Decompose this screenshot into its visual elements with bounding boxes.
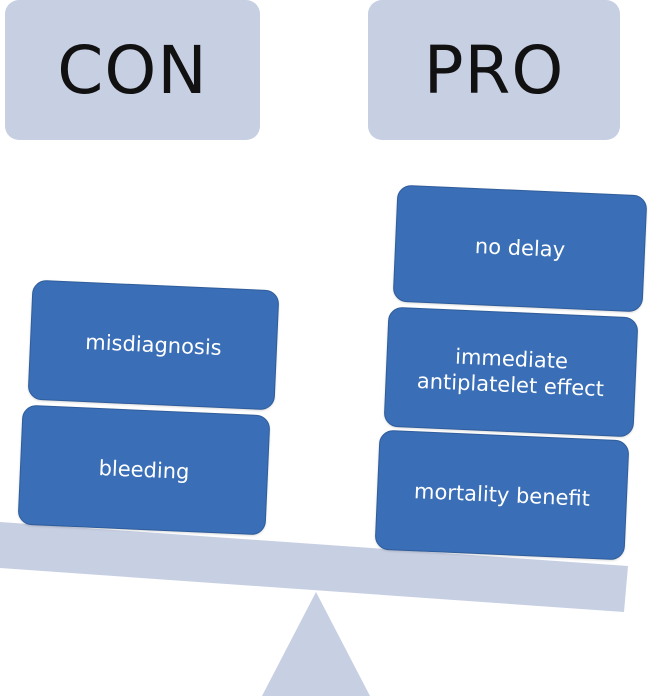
con-item-label: misdiagnosis (84, 329, 223, 360)
con-item-label: bleeding (98, 455, 190, 484)
pro-item-label: immediate antiplatelet effect (416, 344, 605, 402)
pro-item-immediate-antiplatelet-effect: immediate antiplatelet effect (383, 306, 639, 438)
pro-header-label: PRO (423, 31, 565, 109)
con-item-misdiagnosis: misdiagnosis (27, 279, 280, 411)
pro-header: PRO (368, 0, 620, 140)
pro-item-label: mortality benefit (413, 479, 591, 511)
con-header-label: CON (57, 31, 208, 109)
balance-beam (0, 522, 628, 612)
con-item-bleeding: bleeding (17, 404, 271, 536)
balance-fulcrum (262, 592, 370, 696)
pro-item-no-delay: no delay (392, 184, 648, 313)
con-header: CON (5, 0, 260, 140)
pro-item-mortality-benefit: mortality benefit (374, 429, 630, 561)
pro-item-label: no delay (474, 234, 566, 263)
